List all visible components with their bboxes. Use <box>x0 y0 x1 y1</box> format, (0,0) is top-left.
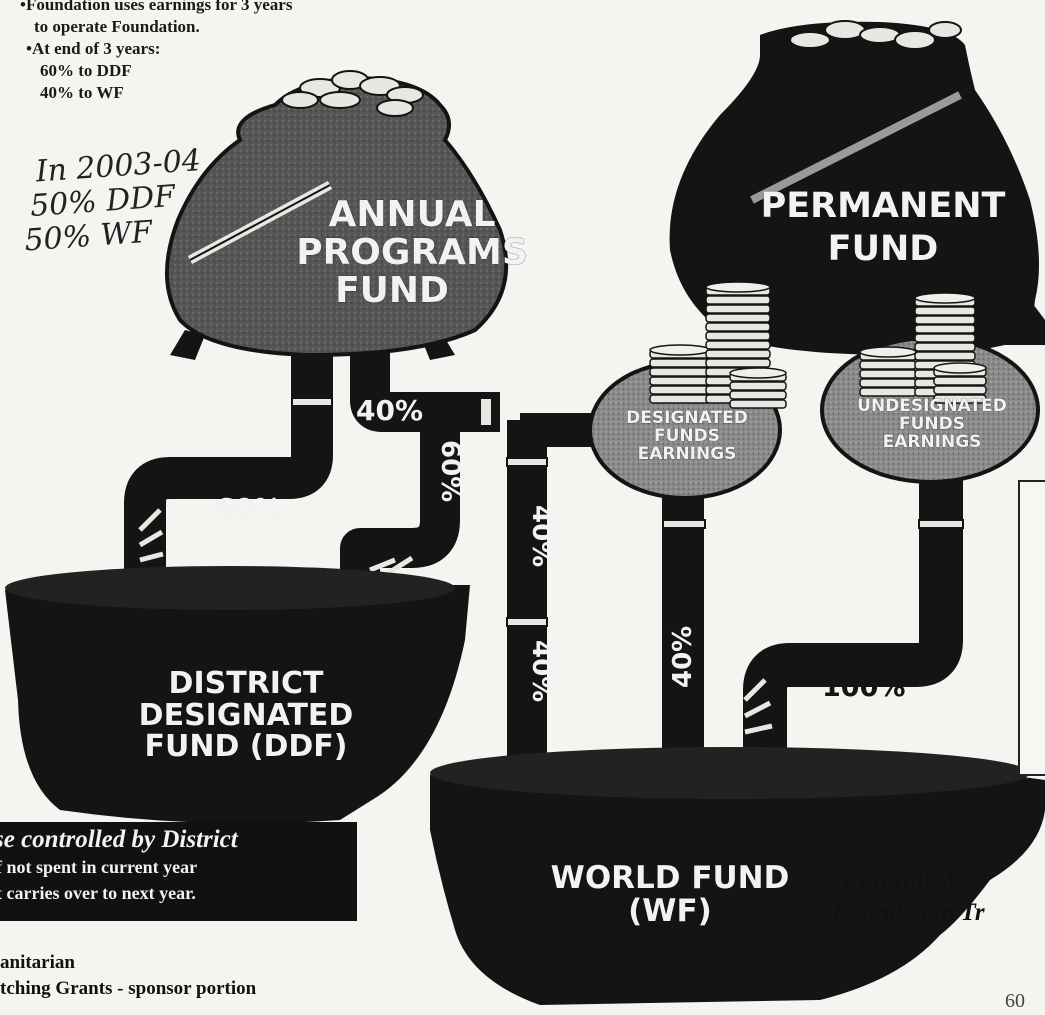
designated-line-2: FUNDS <box>654 425 720 446</box>
annual-label-line-2: PROGRAMS <box>296 231 528 273</box>
flow-annual-to-ddf: 60% <box>215 492 283 525</box>
coin <box>649 376 711 386</box>
coin <box>729 399 787 409</box>
foundation-notes: •Foundation uses earnings for 3 years to… <box>20 0 292 104</box>
annual-pot <box>165 70 509 360</box>
note-line-3: •At end of 3 years: <box>26 39 161 58</box>
flow-designated-to-wf-a: 40% <box>526 505 556 568</box>
wf-note-line-2: Foundation Tr <box>832 899 985 926</box>
ddf-control-note: se controlled by District f not spent in… <box>0 822 357 921</box>
coin <box>914 351 976 361</box>
coin <box>914 306 976 316</box>
pipe-annual-right <box>350 350 500 432</box>
flow-annual-branch: 40% <box>356 394 424 427</box>
permanent-pot <box>669 20 1045 355</box>
designated-earnings-label: DESIGNATED FUNDS EARNINGS <box>612 408 762 464</box>
designated-line-1: DESIGNATED <box>626 408 748 428</box>
page-number: 60 <box>1005 990 1025 1012</box>
annual-pot-label: ANNUAL PROGRAMS FUND <box>292 196 532 309</box>
coin-top <box>729 367 787 379</box>
ddf-label-line-2: DESIGNATED <box>138 697 354 733</box>
coin-top <box>649 344 711 356</box>
bottom-line-2: tching Grants - sponsor portion <box>0 978 257 999</box>
flow-designated-to-wf-c: 40% <box>668 625 698 688</box>
coin <box>933 385 987 395</box>
coin <box>705 313 771 323</box>
wf-control-note: Controlled Foundation Tr <box>832 868 985 928</box>
coin <box>705 349 771 359</box>
coin <box>914 342 976 352</box>
coin <box>729 390 787 400</box>
coin <box>705 304 771 314</box>
bottom-left-text: anitarian tching Grants - sponsor portio… <box>0 950 256 1002</box>
permanent-label-line-2: FUND <box>827 228 939 269</box>
coin <box>729 381 787 391</box>
undesignated-line-2: FUNDS <box>899 413 965 434</box>
flow-undesignated-to-wf: 100% <box>822 672 906 703</box>
ddf-label-line-1: DISTRICT <box>168 666 324 701</box>
side-legend-box <box>1018 480 1045 776</box>
note-line-5: 40% to WF <box>40 83 124 102</box>
wf-pot-label: WORLD FUND (WF) <box>535 862 805 927</box>
flow-designated-to-wf-b: 40% <box>526 640 556 703</box>
coin-top <box>933 362 987 374</box>
note-line-4: 60% to DDF <box>40 61 132 80</box>
ddf-note-line-2: f not spent in current year <box>0 857 198 877</box>
coin <box>649 385 711 395</box>
designated-line-3: EARNINGS <box>637 443 737 464</box>
coin <box>649 358 711 368</box>
coin <box>649 394 711 404</box>
coin <box>649 367 711 377</box>
coin <box>705 322 771 332</box>
note-line-1: •Foundation uses earnings for 3 years <box>20 0 293 14</box>
coin <box>933 376 987 386</box>
coin <box>705 358 771 368</box>
coin <box>933 394 987 404</box>
ddf-pot-label: DISTRICT DESIGNATED FUND (DDF) <box>126 668 366 763</box>
wf-pot <box>430 747 1045 1005</box>
annual-label-line-3: FUND <box>335 269 449 311</box>
pipe-joints <box>291 397 964 627</box>
handwritten-note: In 2003-04 50% DDF 50% WF <box>23 143 207 258</box>
wf-label-line-1: WORLD FUND <box>550 860 790 896</box>
ddf-pot <box>5 566 470 824</box>
permanent-label-line-1: PERMANENT <box>760 186 1006 226</box>
pipe-annual-to-ddf <box>124 350 333 585</box>
coin <box>859 387 917 397</box>
coin <box>705 295 771 305</box>
pipe-undesignated-to-wf <box>743 470 963 780</box>
ddf-label-line-3: FUND (DDF) <box>144 729 348 764</box>
flow-designated-to-ddf: 60% <box>435 440 465 503</box>
wf-note-line-1: Controlled <box>844 869 954 896</box>
coin <box>914 333 976 343</box>
coin-top <box>914 292 976 304</box>
coin-top <box>859 346 917 358</box>
permanent-pot-label: PERMANENT FUND <box>748 188 1018 268</box>
annual-label-line-1: ANNUAL <box>328 194 496 235</box>
note-line-2: to operate Foundation. <box>34 17 200 36</box>
coin <box>914 324 976 334</box>
wf-label-line-2: (WF) <box>628 892 712 929</box>
coin-stacks <box>649 281 987 409</box>
undesignated-line-3: EARNINGS <box>882 431 982 452</box>
undesignated-line-1: UNDESIGNATED <box>857 396 1007 416</box>
coin <box>705 331 771 341</box>
coin <box>705 340 771 350</box>
coin-top <box>705 281 771 293</box>
coin <box>859 369 917 379</box>
coin <box>859 360 917 370</box>
coin <box>859 378 917 388</box>
ddf-note-line-3: t carries over to next year. <box>0 883 196 903</box>
pipe-60-to-ddf <box>340 412 460 580</box>
undesignated-earnings-label: UNDESIGNATED FUNDS EARNINGS <box>842 396 1022 452</box>
ddf-note-line-1: se controlled by District <box>0 826 238 853</box>
coin <box>914 315 976 325</box>
bottom-line-1: anitarian <box>0 952 75 973</box>
